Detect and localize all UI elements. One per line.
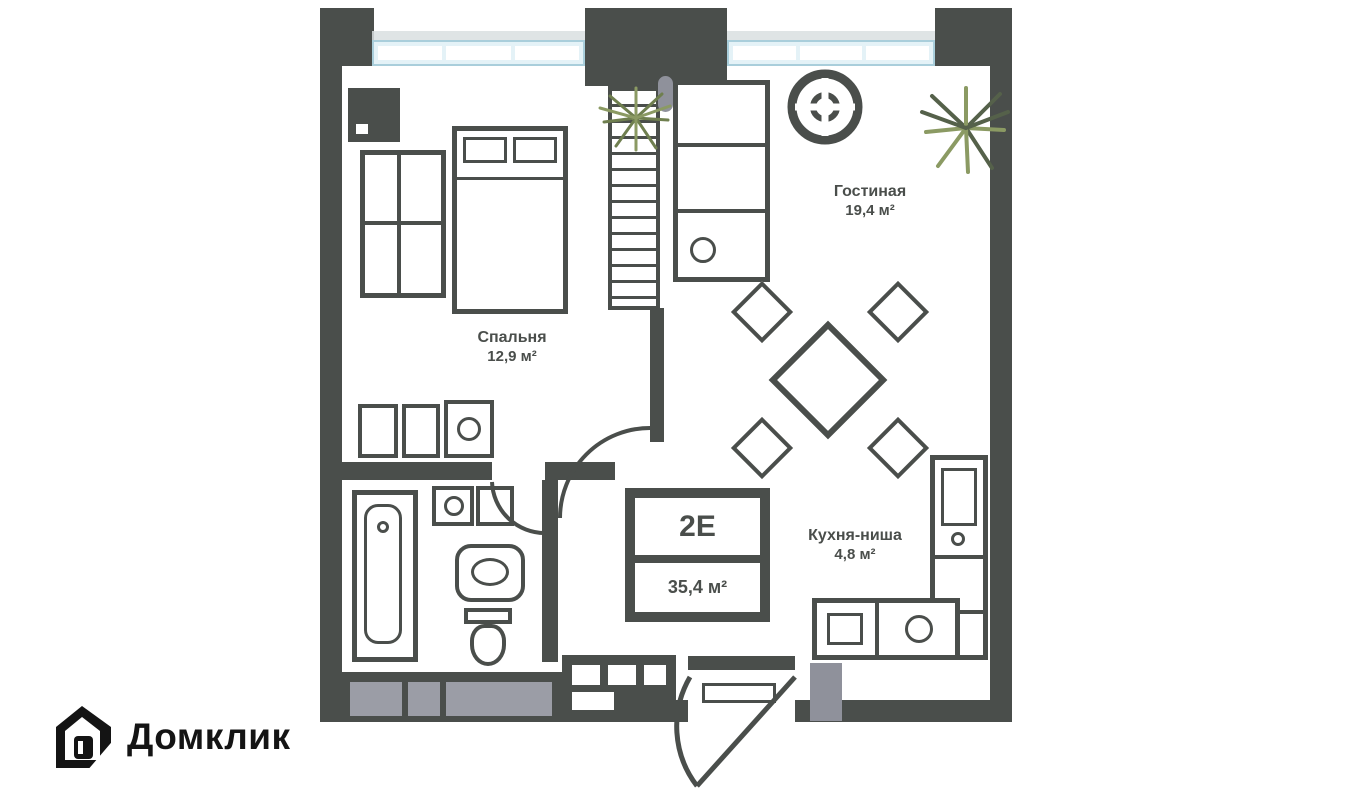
wardrobe-box [350,682,402,716]
dresser [358,404,398,458]
plant-icon [920,86,1010,174]
window-bedroom [372,40,585,66]
window-pane [866,46,930,60]
cabinet-sink [690,237,716,263]
kitchen-label: Кухня-ниша 4,8 м² [808,526,902,565]
wall-top-left-corner [320,8,374,66]
wall-bathroom-top-b [545,462,615,480]
wall-partition [650,308,664,442]
stove [827,613,863,645]
wardrobe-divider [365,221,441,225]
faucet [951,532,965,546]
entrance-door-arc-icon [674,675,699,788]
entrance-door-leaf-icon [695,675,797,788]
toilet-bowl [470,624,506,666]
window-pane [514,46,579,60]
window-pane [799,46,863,60]
blanket-line [457,177,563,180]
living-label: Гостиная 19,4 м² [834,182,906,221]
room-name: Гостиная [833,183,907,200]
window-pane [378,46,443,60]
kitchen-sink [941,468,977,526]
bathtub [352,490,418,662]
apartment-total-area: 35,4 м² [635,555,760,612]
wardrobe-bedroom [360,150,446,298]
wall-bathroom-right [542,480,558,662]
wardrobe-band [342,672,562,722]
burner [905,615,933,643]
bathroom-washer [432,486,474,526]
pillow [513,137,557,163]
bathtub-drain [377,521,389,533]
wardrobe-box [408,682,440,716]
domclick-logo: Домклик [50,704,291,770]
bathroom-door-arc-icon [490,481,546,535]
apartment-type-label: 2Е [679,509,716,543]
bed [452,126,568,314]
room-name: Спальня [477,329,547,346]
kitchen-counter-right [930,455,988,660]
logo-house-icon [56,706,114,770]
toilet-tank [464,608,512,624]
apartment-info-box: 2Е 35,4 м² [625,488,770,622]
wall-bottom-right [795,700,1012,722]
window-pane [446,46,511,60]
window-pane [733,46,796,60]
wall-left [320,8,342,722]
wall-bathroom-top-a [342,462,492,480]
room-area: 4,8 м² [834,546,876,563]
shoe-cabinet-slot [608,665,636,685]
room-area: 19,4 м² [845,202,895,219]
window-living [727,40,935,66]
wall-entrance-niche [688,656,795,670]
counter-divider [935,555,983,559]
bathtub-inner [364,504,402,644]
wall-top-center [585,8,727,86]
shoe-cabinet-slot [572,692,614,710]
entrance-door-leaf-panel [810,663,842,721]
wall-right [990,8,1012,722]
kitchen-counter-bottom [812,598,960,660]
washing-machine [444,400,494,458]
cabinet-divider [678,209,765,213]
doormat [702,683,776,703]
bedroom-label: Спальня 12,9 м² [477,328,546,367]
room-area: 12,9 м² [487,348,537,365]
logo-text: Домклик [127,716,291,757]
shoe-cabinet-slot [572,665,600,685]
plant-icon [598,86,672,152]
room-name: Кухня-ниша [808,527,902,544]
window-shadow-left [372,31,585,40]
counter-divider [875,603,879,655]
bathroom-sink [455,544,525,602]
wardrobe-box [446,682,552,716]
washer-drum [444,496,464,516]
pillow [463,137,507,163]
shoe-cabinet-slot [644,665,666,685]
closet-notch [356,124,368,134]
dresser [402,404,440,458]
floor-lamp-icon [658,76,673,112]
cabinet-divider [678,143,765,147]
ceiling-lamp-icon [787,69,863,145]
sink-bowl [471,558,509,586]
tall-cabinet [673,80,770,282]
bedroom-door-arc-icon [558,426,651,519]
window-shadow-right [727,31,935,40]
washer-drum [457,417,481,441]
